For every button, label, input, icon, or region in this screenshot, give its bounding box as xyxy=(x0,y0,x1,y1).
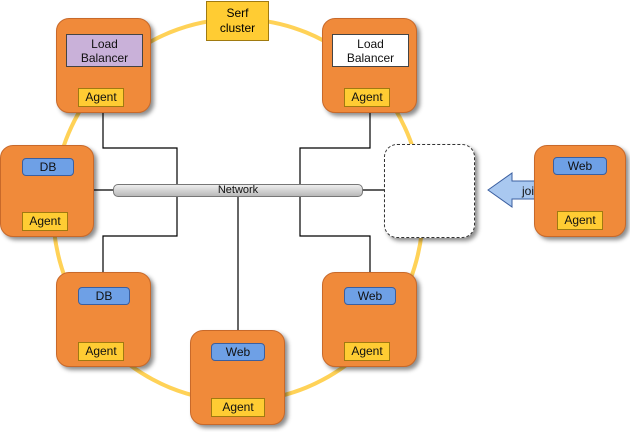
agent-badge: Agent xyxy=(557,211,603,230)
network-bus: Network xyxy=(113,184,363,197)
agent-badge: Agent xyxy=(211,398,265,417)
load-balancer-label: Load Balancer xyxy=(332,34,409,67)
service-web: Web xyxy=(553,157,607,175)
wire-lb-right xyxy=(299,113,371,184)
agent-badge: Agent xyxy=(22,212,68,231)
wire-lb-left xyxy=(102,113,178,184)
node-load-balancer-right: Load Balancer Agent xyxy=(322,18,417,113)
node-web-joining: Web Agent xyxy=(534,145,626,237)
agent-badge: Agent xyxy=(344,88,390,107)
node-load-balancer-left: Load Balancer Agent xyxy=(56,18,151,113)
wire-web-right xyxy=(299,197,371,272)
service-web: Web xyxy=(344,287,396,305)
agent-badge: Agent xyxy=(344,342,390,361)
new-node-placeholder xyxy=(384,144,475,238)
service-db: DB xyxy=(78,287,130,305)
agent-badge: Agent xyxy=(78,88,124,107)
service-web: Web xyxy=(211,343,265,361)
node-db-bottom: DB Agent xyxy=(56,272,151,367)
service-db: DB xyxy=(22,158,74,176)
serf-cluster-label: Serf cluster xyxy=(206,1,269,41)
node-db-left: DB Agent xyxy=(0,145,94,237)
wire-db-bottom xyxy=(102,197,178,272)
agent-badge: Agent xyxy=(78,342,124,361)
load-balancer-label: Load Balancer xyxy=(66,34,143,67)
node-web-right: Web Agent xyxy=(322,272,417,367)
node-web-bottom: Web Agent xyxy=(190,330,285,425)
